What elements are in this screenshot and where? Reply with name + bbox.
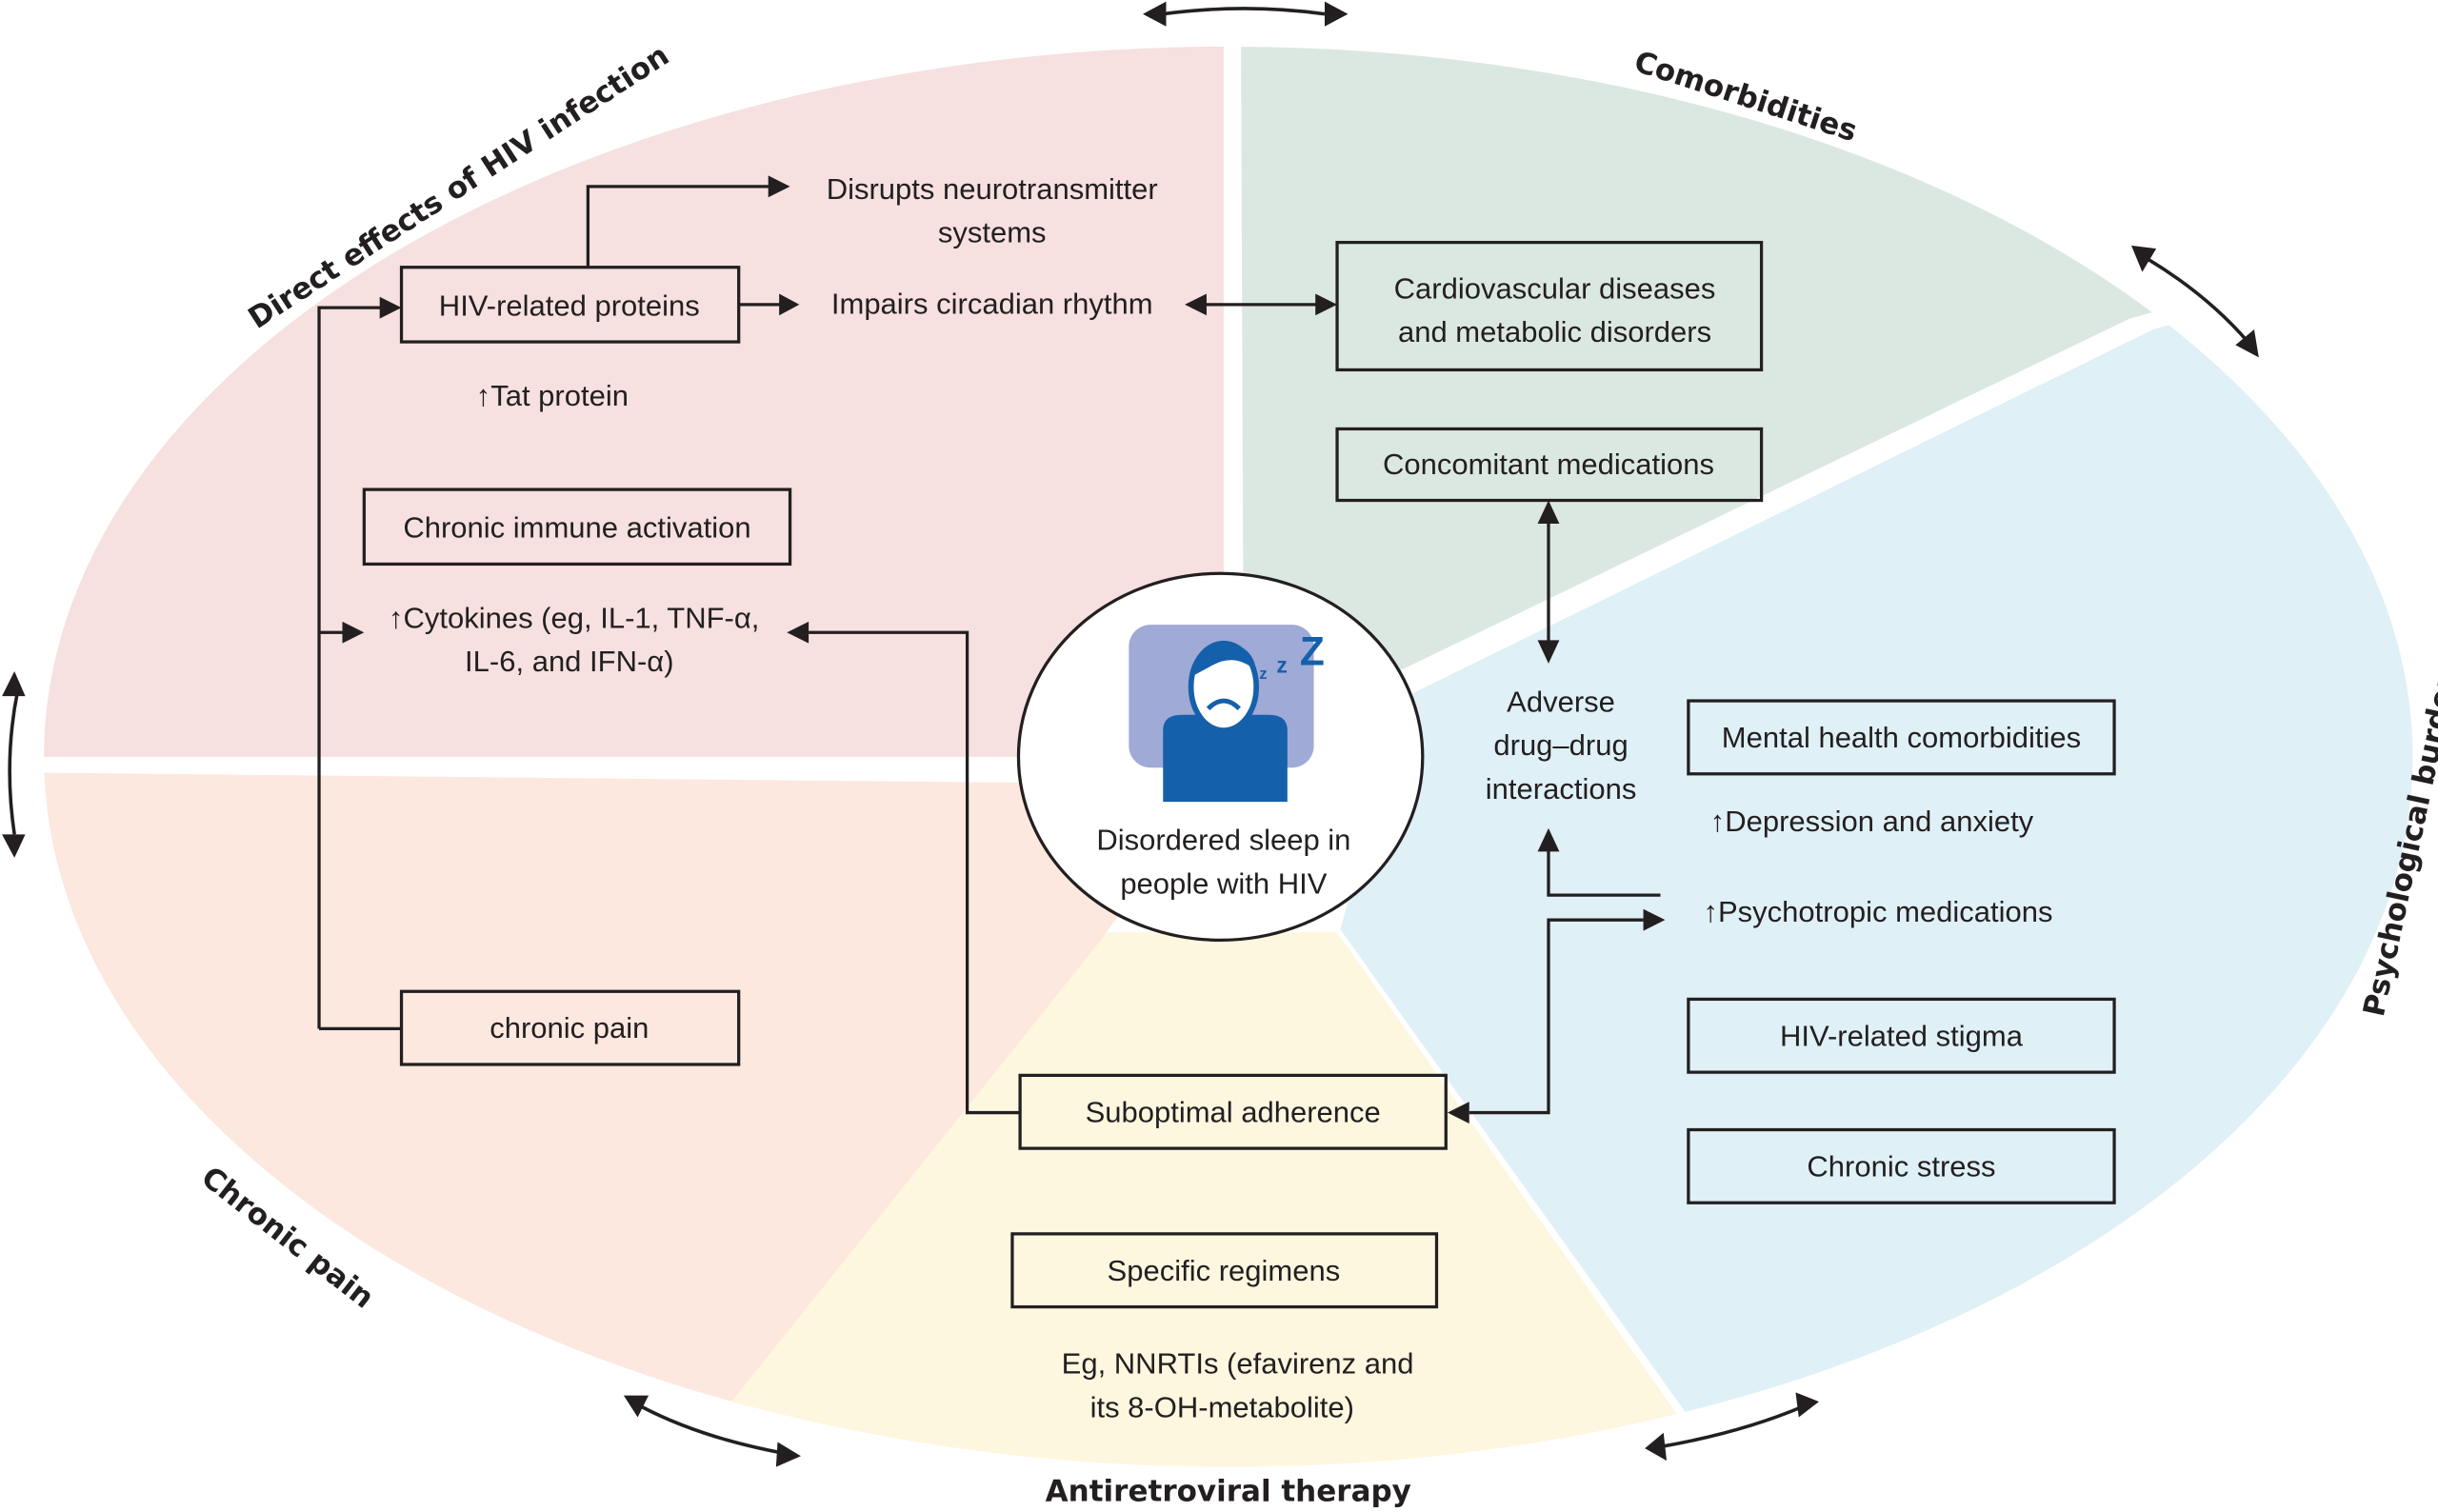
direct-effects-content: HIV-related proteins Disrupts neurotrans… — [317, 172, 1338, 1031]
double-arrow-icon — [2, 671, 26, 858]
center-label-line2: people with HIV — [1120, 866, 1327, 900]
concomitant-box — [1335, 427, 1764, 503]
regimens-box — [1010, 1232, 1439, 1309]
nnrti-line2: its 8-OH-metabolite) — [1090, 1390, 1354, 1423]
depression-label: ↑Depression and anxiety — [1710, 805, 2034, 838]
nnrti-line1: Eg, NNRTIs (efavirenz and — [1062, 1347, 1414, 1381]
stress-label: Chronic stress — [1807, 1149, 1995, 1183]
chronic-pain-box — [399, 989, 741, 1066]
stigma-box — [1687, 997, 2116, 1074]
neurotransmitter-line2: systems — [938, 216, 1047, 249]
stress-box — [1687, 1127, 2116, 1204]
svg-text:Z: Z — [1300, 629, 1325, 674]
cytokines-line2: IL-6, and IFN-α) — [465, 645, 673, 678]
mental-health-box — [1687, 699, 2116, 776]
mental-health-label: Mental health comorbidities — [1722, 721, 2081, 754]
immune-activation-box — [362, 487, 792, 567]
immune-activation-label: Chronic immune activation — [403, 511, 750, 545]
art-content: Suboptimal adherence Specific regimens E… — [787, 621, 1448, 1423]
adherence-label: Suboptimal adherence — [1086, 1095, 1381, 1128]
psychotropic-label: ↑Psychotropic medications — [1703, 895, 2052, 928]
outer-arrows — [2, 1, 2259, 1467]
center-label-line1: Disordered sleep in — [1096, 824, 1350, 857]
cvd-box — [1335, 240, 1764, 372]
ddi-line3: interactions — [1486, 772, 1637, 806]
segment-art — [728, 932, 1680, 1467]
sleeping-person-icon: z z Z — [1129, 625, 1325, 803]
double-arrow-icon — [2131, 245, 2259, 358]
stigma-label: HIV-related stigma — [1780, 1019, 2024, 1052]
tat-protein-label: ↑Tat protein — [476, 379, 629, 412]
chronic-pain-label: chronic pain — [490, 1011, 649, 1044]
cvd-line2: and metabolic disorders — [1398, 315, 1711, 348]
double-arrow-icon — [623, 1395, 801, 1467]
cytokines-line1: ↑Cytokines (eg, IL-1, TNF-α, — [389, 601, 759, 634]
regimens-label: Specific regimens — [1108, 1254, 1341, 1287]
chronic-pain-content: chronic pain — [399, 989, 741, 1066]
ddi-line2: drug–drug — [1493, 728, 1628, 762]
concomitant-label: Concomitant medications — [1383, 448, 1714, 481]
neurotransmitter-line1: Disrupts neurotransmitter — [827, 172, 1158, 206]
hiv-proteins-label: HIV-related proteins — [439, 288, 700, 322]
double-arrow-icon — [1143, 1, 1349, 27]
center-node: z z Z Disordered sleep in people with HI… — [1016, 571, 1425, 943]
svg-text:z: z — [1259, 666, 1267, 683]
double-arrow-icon — [1645, 1392, 1819, 1462]
title-antiretroviral-therapy: Antiretroviral therapy — [1046, 1475, 1411, 1509]
ddi-line1: Adverse — [1507, 685, 1615, 718]
comorbidities-content: Cardiovascular diseases and metabolic di… — [1335, 240, 1764, 664]
cvd-line1: Cardiovascular diseases — [1394, 271, 1716, 305]
circadian-label: Impairs circadian rhythm — [831, 288, 1153, 321]
psychological-content: Adverse drug–drug interactions Mental he… — [1447, 685, 2116, 1204]
svg-text:z: z — [1276, 653, 1287, 678]
